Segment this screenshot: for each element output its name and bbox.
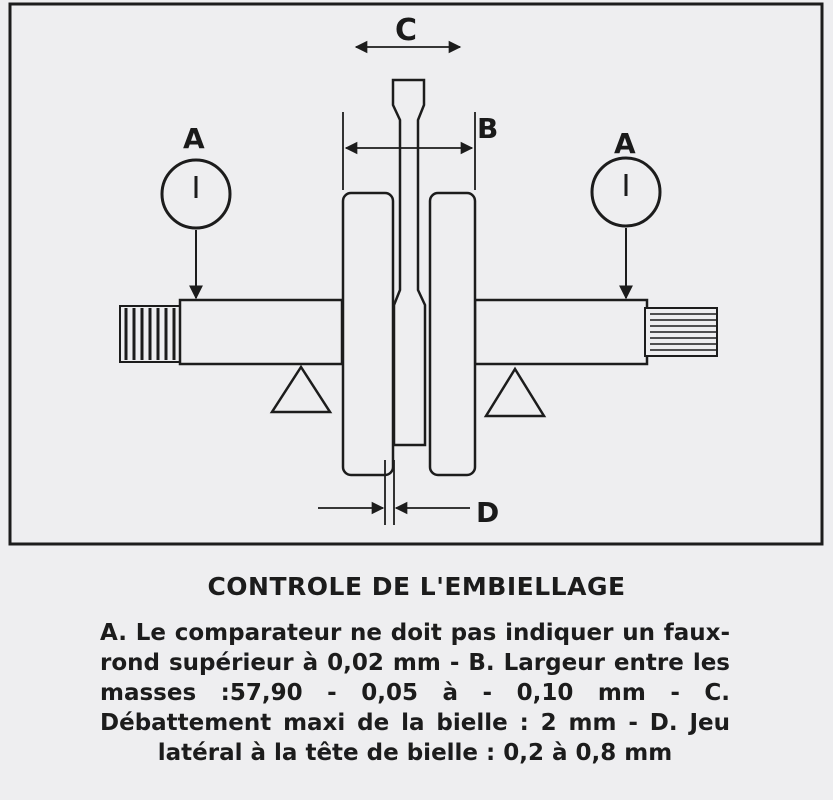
label-c: C [395, 13, 417, 48]
right-support [483, 366, 547, 418]
label-b: B [477, 112, 498, 145]
left-shaft [178, 298, 344, 366]
caption-title: CONTROLE DE L'EMBIELLAGE [207, 572, 626, 601]
left-threaded-end [119, 305, 183, 363]
left-flywheel [341, 191, 395, 477]
right-shaft [473, 298, 649, 366]
label-a-right: A [614, 127, 636, 160]
caption-text: A. Le comparateur ne doit pas indiquer u… [100, 620, 730, 766]
crankshaft-diagram: A A B C D [8, 2, 824, 546]
left-support [269, 364, 333, 414]
right-dial-gauge [590, 156, 662, 300]
right-splined-end [644, 307, 718, 357]
dimension-b [342, 112, 476, 190]
dimension-d [318, 460, 470, 525]
left-dial-gauge [160, 158, 232, 300]
label-a-left: A [183, 122, 205, 155]
diagram-frame [8, 2, 824, 546]
right-flywheel [428, 191, 477, 477]
connecting-rod [391, 78, 427, 447]
label-d: D [476, 496, 499, 529]
